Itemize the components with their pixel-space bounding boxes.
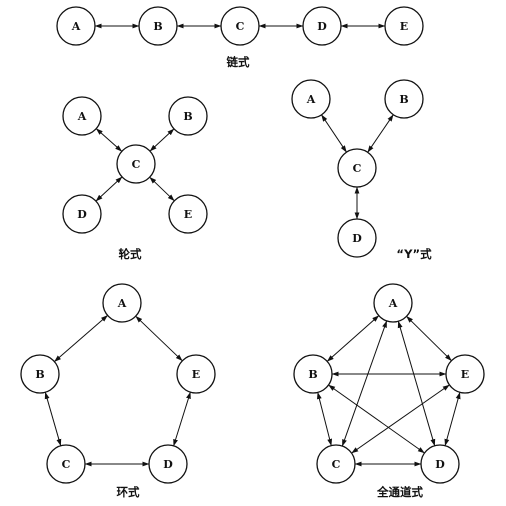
chain-node-B: B bbox=[138, 6, 178, 46]
all-channel-edge-A-E bbox=[406, 315, 452, 362]
all-channel-edge-A-D bbox=[397, 320, 436, 447]
circle-node-D: D bbox=[148, 444, 188, 484]
all-channel-node-E: E bbox=[445, 354, 485, 394]
all-channel-caption: 全通道式 bbox=[376, 485, 423, 499]
circle-edge-E-A bbox=[135, 315, 183, 362]
y-node-C: C bbox=[337, 148, 377, 188]
all-channel-node-circle bbox=[316, 444, 356, 484]
all-channel-edge-A-C bbox=[341, 320, 388, 447]
circle-node-circle bbox=[20, 354, 60, 394]
y-node-label: B bbox=[399, 93, 408, 106]
all-channel-node-circle bbox=[445, 354, 485, 394]
all-channel-edge-D-E bbox=[444, 391, 461, 447]
wheel-node-circle bbox=[62, 96, 102, 136]
chain-node-label: B bbox=[153, 20, 162, 33]
wheel-node-E: E bbox=[168, 194, 208, 234]
all-channel-node-label: C bbox=[332, 458, 341, 471]
circle-node-circle bbox=[46, 444, 86, 484]
all-channel-node-circle bbox=[420, 444, 460, 484]
y-edge-C-A bbox=[321, 114, 347, 153]
chain-node-C: C bbox=[220, 6, 260, 46]
all-channel-node-label: B bbox=[308, 368, 317, 381]
all-channel-node-label: E bbox=[461, 368, 469, 381]
circle-edge-B-C bbox=[44, 391, 62, 447]
chain-node-circle bbox=[56, 6, 96, 46]
chain-node-label: D bbox=[317, 20, 327, 33]
y-edge-C-B bbox=[367, 114, 394, 153]
chain-node-circle bbox=[220, 6, 260, 46]
wheel-edge-C-A bbox=[95, 128, 123, 152]
circle-node-circle bbox=[176, 354, 216, 394]
y-node-circle bbox=[291, 79, 331, 119]
circle-node-E: E bbox=[176, 354, 216, 394]
circle-node-label: D bbox=[163, 458, 173, 471]
y-node-circle bbox=[337, 148, 377, 188]
all-channel-node-C: C bbox=[316, 444, 356, 484]
wheel-node-circle bbox=[168, 96, 208, 136]
circle-node-A: A bbox=[102, 283, 142, 323]
chain-caption: 链式 bbox=[227, 55, 250, 69]
circle-edge-A-B bbox=[54, 315, 108, 362]
y-node-D: D bbox=[337, 218, 377, 258]
chain-node-label: C bbox=[236, 20, 245, 33]
wheel-node-A: A bbox=[62, 96, 102, 136]
wheel-node-B: B bbox=[168, 96, 208, 136]
chain-node-D: D bbox=[302, 6, 342, 46]
wheel-node-label: A bbox=[77, 110, 87, 123]
chain-node-circle bbox=[138, 6, 178, 46]
circle-edge-D-E bbox=[173, 391, 191, 447]
chain-node-E: E bbox=[384, 6, 424, 46]
all-channel-node-label: D bbox=[435, 458, 445, 471]
all-channel-node-D: D bbox=[420, 444, 460, 484]
wheel-node-circle bbox=[62, 194, 102, 234]
wheel-node-circle bbox=[116, 144, 156, 184]
all-channel-edge-A-B bbox=[326, 315, 380, 362]
circle-node-C: C bbox=[46, 444, 86, 484]
wheel-node-label: D bbox=[77, 208, 87, 221]
all-channel-edge-B-D bbox=[328, 384, 425, 454]
wheel-node-D: D bbox=[62, 194, 102, 234]
circle-caption: 环式 bbox=[117, 485, 140, 499]
circle-node-circle bbox=[148, 444, 188, 484]
chain-node-label: E bbox=[400, 20, 408, 33]
y-node-label: C bbox=[353, 162, 362, 175]
wheel-node-label: B bbox=[183, 110, 192, 123]
chain-node-A: A bbox=[56, 6, 96, 46]
chain-node-circle bbox=[302, 6, 342, 46]
wheel-node-circle bbox=[168, 194, 208, 234]
wheel-edge-C-E bbox=[149, 176, 175, 202]
all-channel-edge-B-C bbox=[316, 392, 333, 446]
wheel-edge-C-D bbox=[95, 176, 123, 202]
wheel-node-label: C bbox=[132, 158, 141, 171]
chain-node-circle bbox=[384, 6, 424, 46]
circle-node-label: C bbox=[62, 458, 71, 471]
y-node-circle bbox=[337, 218, 377, 258]
all-channel-node-circle bbox=[293, 354, 333, 394]
circle-node-circle bbox=[102, 283, 142, 323]
y-node-B: B bbox=[384, 79, 424, 119]
wheel-node-label: E bbox=[184, 208, 192, 221]
wheel-edge-C-B bbox=[149, 128, 175, 152]
circle-node-label: E bbox=[192, 368, 200, 381]
circle-node-label: B bbox=[35, 368, 44, 381]
all-channel-edge-C-E bbox=[351, 384, 450, 454]
circle-node-label: A bbox=[117, 297, 127, 310]
y-node-label: A bbox=[306, 93, 316, 106]
circle-node-B: B bbox=[20, 354, 60, 394]
wheel-caption: 轮式 bbox=[119, 247, 142, 261]
all-channel-node-A: A bbox=[373, 283, 413, 323]
all-channel-node-B: B bbox=[293, 354, 333, 394]
wheel-node-C: C bbox=[116, 144, 156, 184]
y-node-label: D bbox=[352, 232, 362, 245]
y-node-A: A bbox=[291, 79, 331, 119]
chain-node-label: A bbox=[71, 20, 81, 33]
all-channel-node-circle bbox=[373, 283, 413, 323]
y-caption: “Y”式 bbox=[396, 247, 432, 261]
y-node-circle bbox=[384, 79, 424, 119]
all-channel-node-label: A bbox=[388, 297, 398, 310]
